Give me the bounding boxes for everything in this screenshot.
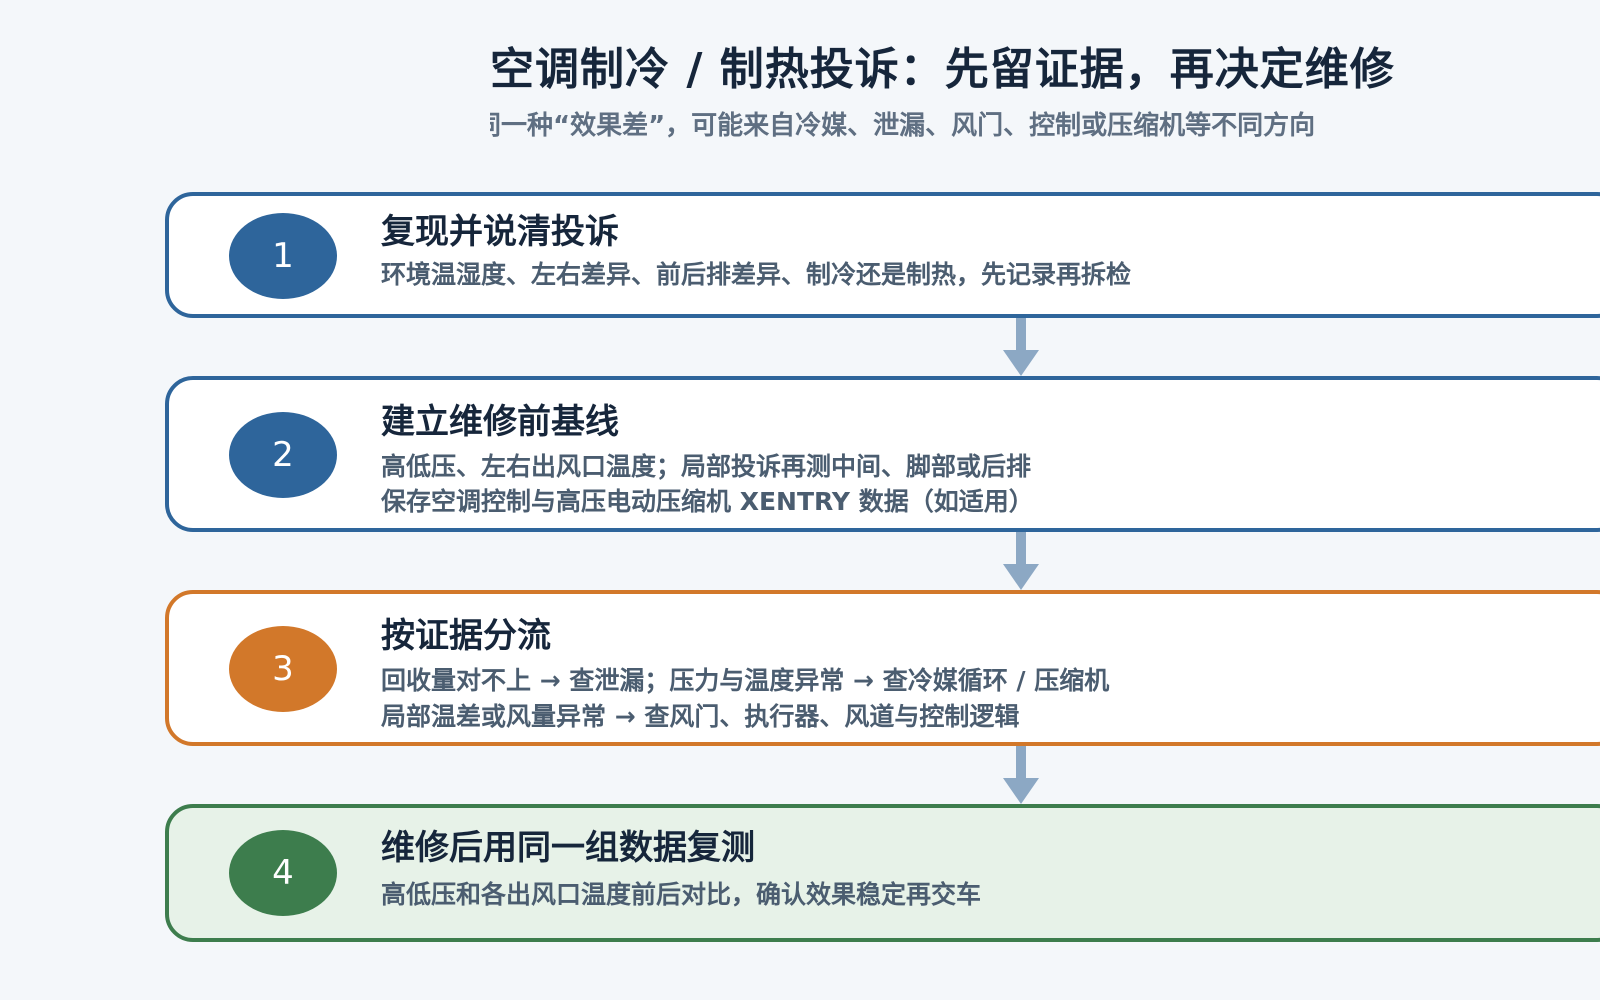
step-3-line-1: 回收量对不上 → 查泄漏；压力与温度异常 → 查冷媒循环 / 压缩机 bbox=[381, 666, 1110, 695]
step-1-line-1: 环境温湿度、左右差异、前后排差异、制冷还是制热，先记录再拆检 bbox=[381, 260, 1132, 289]
page-title: 空调制冷 / 制热投诉：先留证据，再决定维修 bbox=[490, 44, 1395, 95]
step-2-card: 2 建立维修前基线 高低压、左右出风口温度；局部投诉再测中间、脚部或后排 保存空… bbox=[165, 376, 1600, 532]
arrow-2-3-head bbox=[1003, 564, 1039, 590]
step-4-title: 维修后用同一组数据复测 bbox=[381, 828, 755, 868]
step-4-line-1: 高低压和各出风口温度前后对比，确认效果稳定再交车 bbox=[381, 880, 982, 909]
step-4-badge: 4 bbox=[229, 830, 337, 916]
step-1-badge: 1 bbox=[229, 213, 337, 299]
step-3-badge: 3 bbox=[229, 626, 337, 712]
arrow-1-2 bbox=[1003, 318, 1039, 376]
step-1-title: 复现并说清投诉 bbox=[381, 212, 619, 252]
arrow-1-2-shaft bbox=[1016, 318, 1026, 354]
arrow-2-3-shaft bbox=[1016, 532, 1026, 568]
step-2-line-1: 高低压、左右出风口温度；局部投诉再测中间、脚部或后排 bbox=[381, 452, 1032, 481]
step-2-badge: 2 bbox=[229, 412, 337, 498]
arrow-3-4 bbox=[1003, 746, 1039, 804]
step-3-title: 按证据分流 bbox=[381, 616, 551, 656]
arrow-3-4-shaft bbox=[1016, 746, 1026, 782]
header: 空调制冷 / 制热投诉：先留证据，再决定维修 同一种“效果差”，可能来自冷媒、泄… bbox=[490, 40, 1600, 144]
arrow-2-3 bbox=[1003, 532, 1039, 590]
page-subtitle: 同一种“效果差”，可能来自冷媒、泄漏、风门、控制或压缩机等不同方向 bbox=[490, 111, 1316, 141]
step-3-card: 3 按证据分流 回收量对不上 → 查泄漏；压力与温度异常 → 查冷媒循环 / 压… bbox=[165, 590, 1600, 746]
step-2-title: 建立维修前基线 bbox=[381, 402, 619, 442]
step-1-card: 1 复现并说清投诉 环境温湿度、左右差异、前后排差异、制冷还是制热，先记录再拆检 bbox=[165, 192, 1600, 318]
arrow-1-2-head bbox=[1003, 350, 1039, 376]
step-2-line-2: 保存空调控制与高压电动压缩机 XENTRY 数据（如适用） bbox=[381, 487, 1034, 516]
step-4-card: 4 维修后用同一组数据复测 高低压和各出风口温度前后对比，确认效果稳定再交车 bbox=[165, 804, 1600, 942]
arrow-3-4-head bbox=[1003, 778, 1039, 804]
step-3-line-2: 局部温差或风量异常 → 查风门、执行器、风道与控制逻辑 bbox=[381, 702, 1020, 731]
